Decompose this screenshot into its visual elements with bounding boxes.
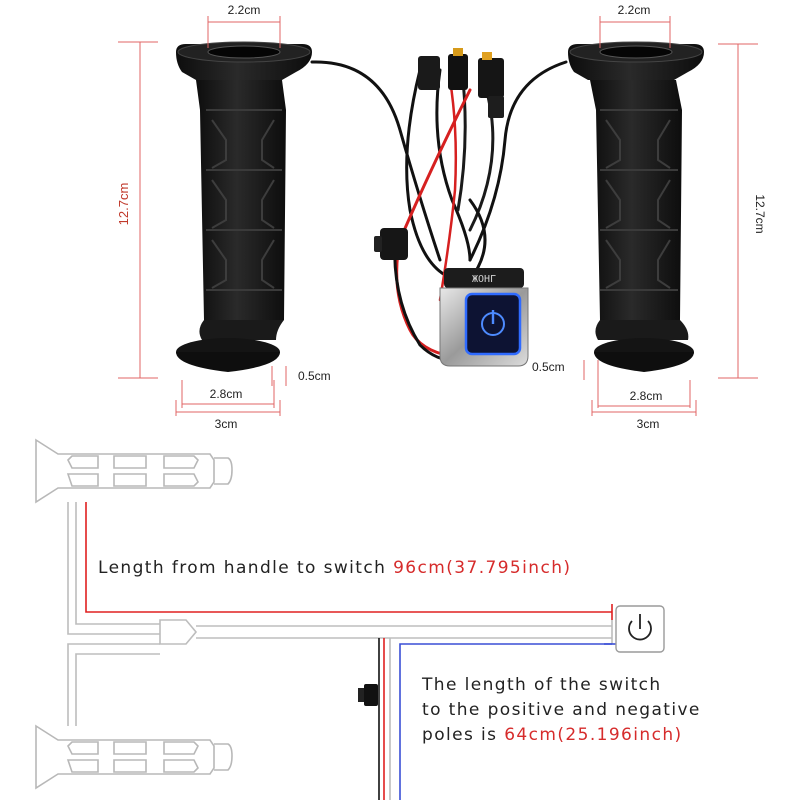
dim-flange-right: 0.5cm	[532, 360, 565, 374]
dim-length-right: 12.7cm	[753, 194, 767, 233]
caption-switch-to-poles-value: 64cm(25.196inch)	[504, 725, 683, 745]
harness-connectors	[374, 48, 504, 260]
schematic-fuse	[358, 684, 378, 706]
dim-base-outer-left: 3cm	[215, 417, 238, 431]
left-grip	[176, 41, 312, 372]
dim-base-inner-left: 2.8cm	[210, 387, 243, 401]
schematic-grip-bottom	[35, 724, 233, 790]
schematic-switch	[615, 605, 665, 653]
schematic-wires	[67, 502, 620, 800]
caption-switch-line-2: to the positive and negative	[422, 700, 701, 720]
caption-switch-line-1: The length of the switch	[422, 675, 662, 695]
dim-flange-left: 0.5cm	[298, 369, 331, 383]
dim-length-left: 12.7cm	[116, 183, 131, 226]
dimension-labels: 2.2cm 2.2cm 12.7cm 12.7cm 0.5cm 0.5cm 2.…	[116, 3, 767, 431]
power-icon	[628, 614, 652, 641]
power-icon	[481, 310, 505, 336]
dim-top-inner-right: 2.2cm	[618, 3, 651, 17]
caption-switch-line-3-text: poles is	[422, 725, 505, 745]
dim-base-inner-right: 2.8cm	[630, 389, 663, 403]
right-grip	[568, 41, 704, 372]
switch-module: ЖОНГ	[439, 268, 529, 367]
dim-base-outer-right: 3cm	[637, 417, 660, 431]
switch-panel-label: ЖОНГ	[472, 274, 496, 285]
caption-handle-to-switch-value: 96cm(37.795inch)	[393, 558, 572, 578]
dimension-lines	[118, 16, 758, 416]
caption-handle-to-switch-text: Length from handle to switch	[98, 558, 394, 578]
caption-switch-line-3: poles is 64cm(25.196inch)	[422, 725, 683, 745]
caption-handle-to-switch: Length from handle to switch 96cm(37.795…	[98, 558, 571, 578]
schematic-grip-top	[35, 438, 233, 504]
dim-top-inner-left: 2.2cm	[228, 3, 261, 17]
